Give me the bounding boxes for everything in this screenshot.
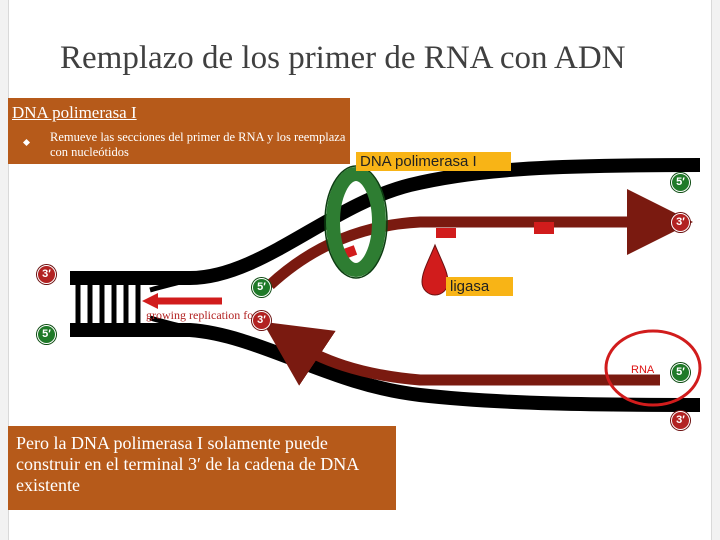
note-text: Pero la DNA polimerasa I solamente puede…: [16, 433, 359, 495]
badge-bottom-right-3: 3′: [671, 411, 690, 430]
note-box: Pero la DNA polimerasa I solamente puede…: [8, 426, 396, 510]
polymerase-label: DNA polimerasa I: [356, 152, 511, 171]
rna-primer-segment: [436, 228, 456, 238]
template-strand-top: [70, 158, 701, 285]
badge-rna-5: 5′: [671, 363, 690, 382]
polymerase-enzyme: [326, 167, 386, 277]
lagging-strand-arrow: [262, 321, 660, 386]
template-strand-bottom: [70, 323, 701, 412]
fork-label: growing replication fork: [146, 308, 264, 322]
ligase-label: ligasa: [446, 277, 513, 296]
fork-split-top: [149, 277, 191, 293]
info-box-bullet-text: Remueve las secciones del primer de RNA …: [50, 130, 346, 159]
fork-split-bottom: [149, 315, 191, 331]
rna-label: RNA: [631, 364, 655, 376]
badge-mid-5: 5′: [252, 278, 271, 297]
badge-top-right-5: 5′: [671, 173, 690, 192]
info-box: DNA polimerasa I Remueve las secciones d…: [8, 98, 350, 164]
fork-direction-arrowhead: [142, 293, 158, 309]
ligase-drop-icon: [421, 243, 449, 296]
rna-highlight-circle: [604, 329, 702, 407]
badge-left-3: 3′: [37, 265, 56, 284]
info-box-heading: DNA polimerasa I: [12, 103, 137, 122]
badge-top-right-3: 3′: [671, 213, 690, 232]
base-pair-rungs: [75, 278, 141, 330]
slide-frame-left: [0, 0, 9, 540]
rna-primer-segment: [534, 222, 554, 234]
slide-title: Remplazo de los primer de RNA con ADN: [60, 40, 626, 76]
leading-strand-arrow: [266, 189, 693, 290]
slide-frame-right: [711, 0, 720, 540]
badge-left-5: 5′: [37, 325, 56, 344]
badge-mid-3: 3′: [252, 311, 271, 330]
